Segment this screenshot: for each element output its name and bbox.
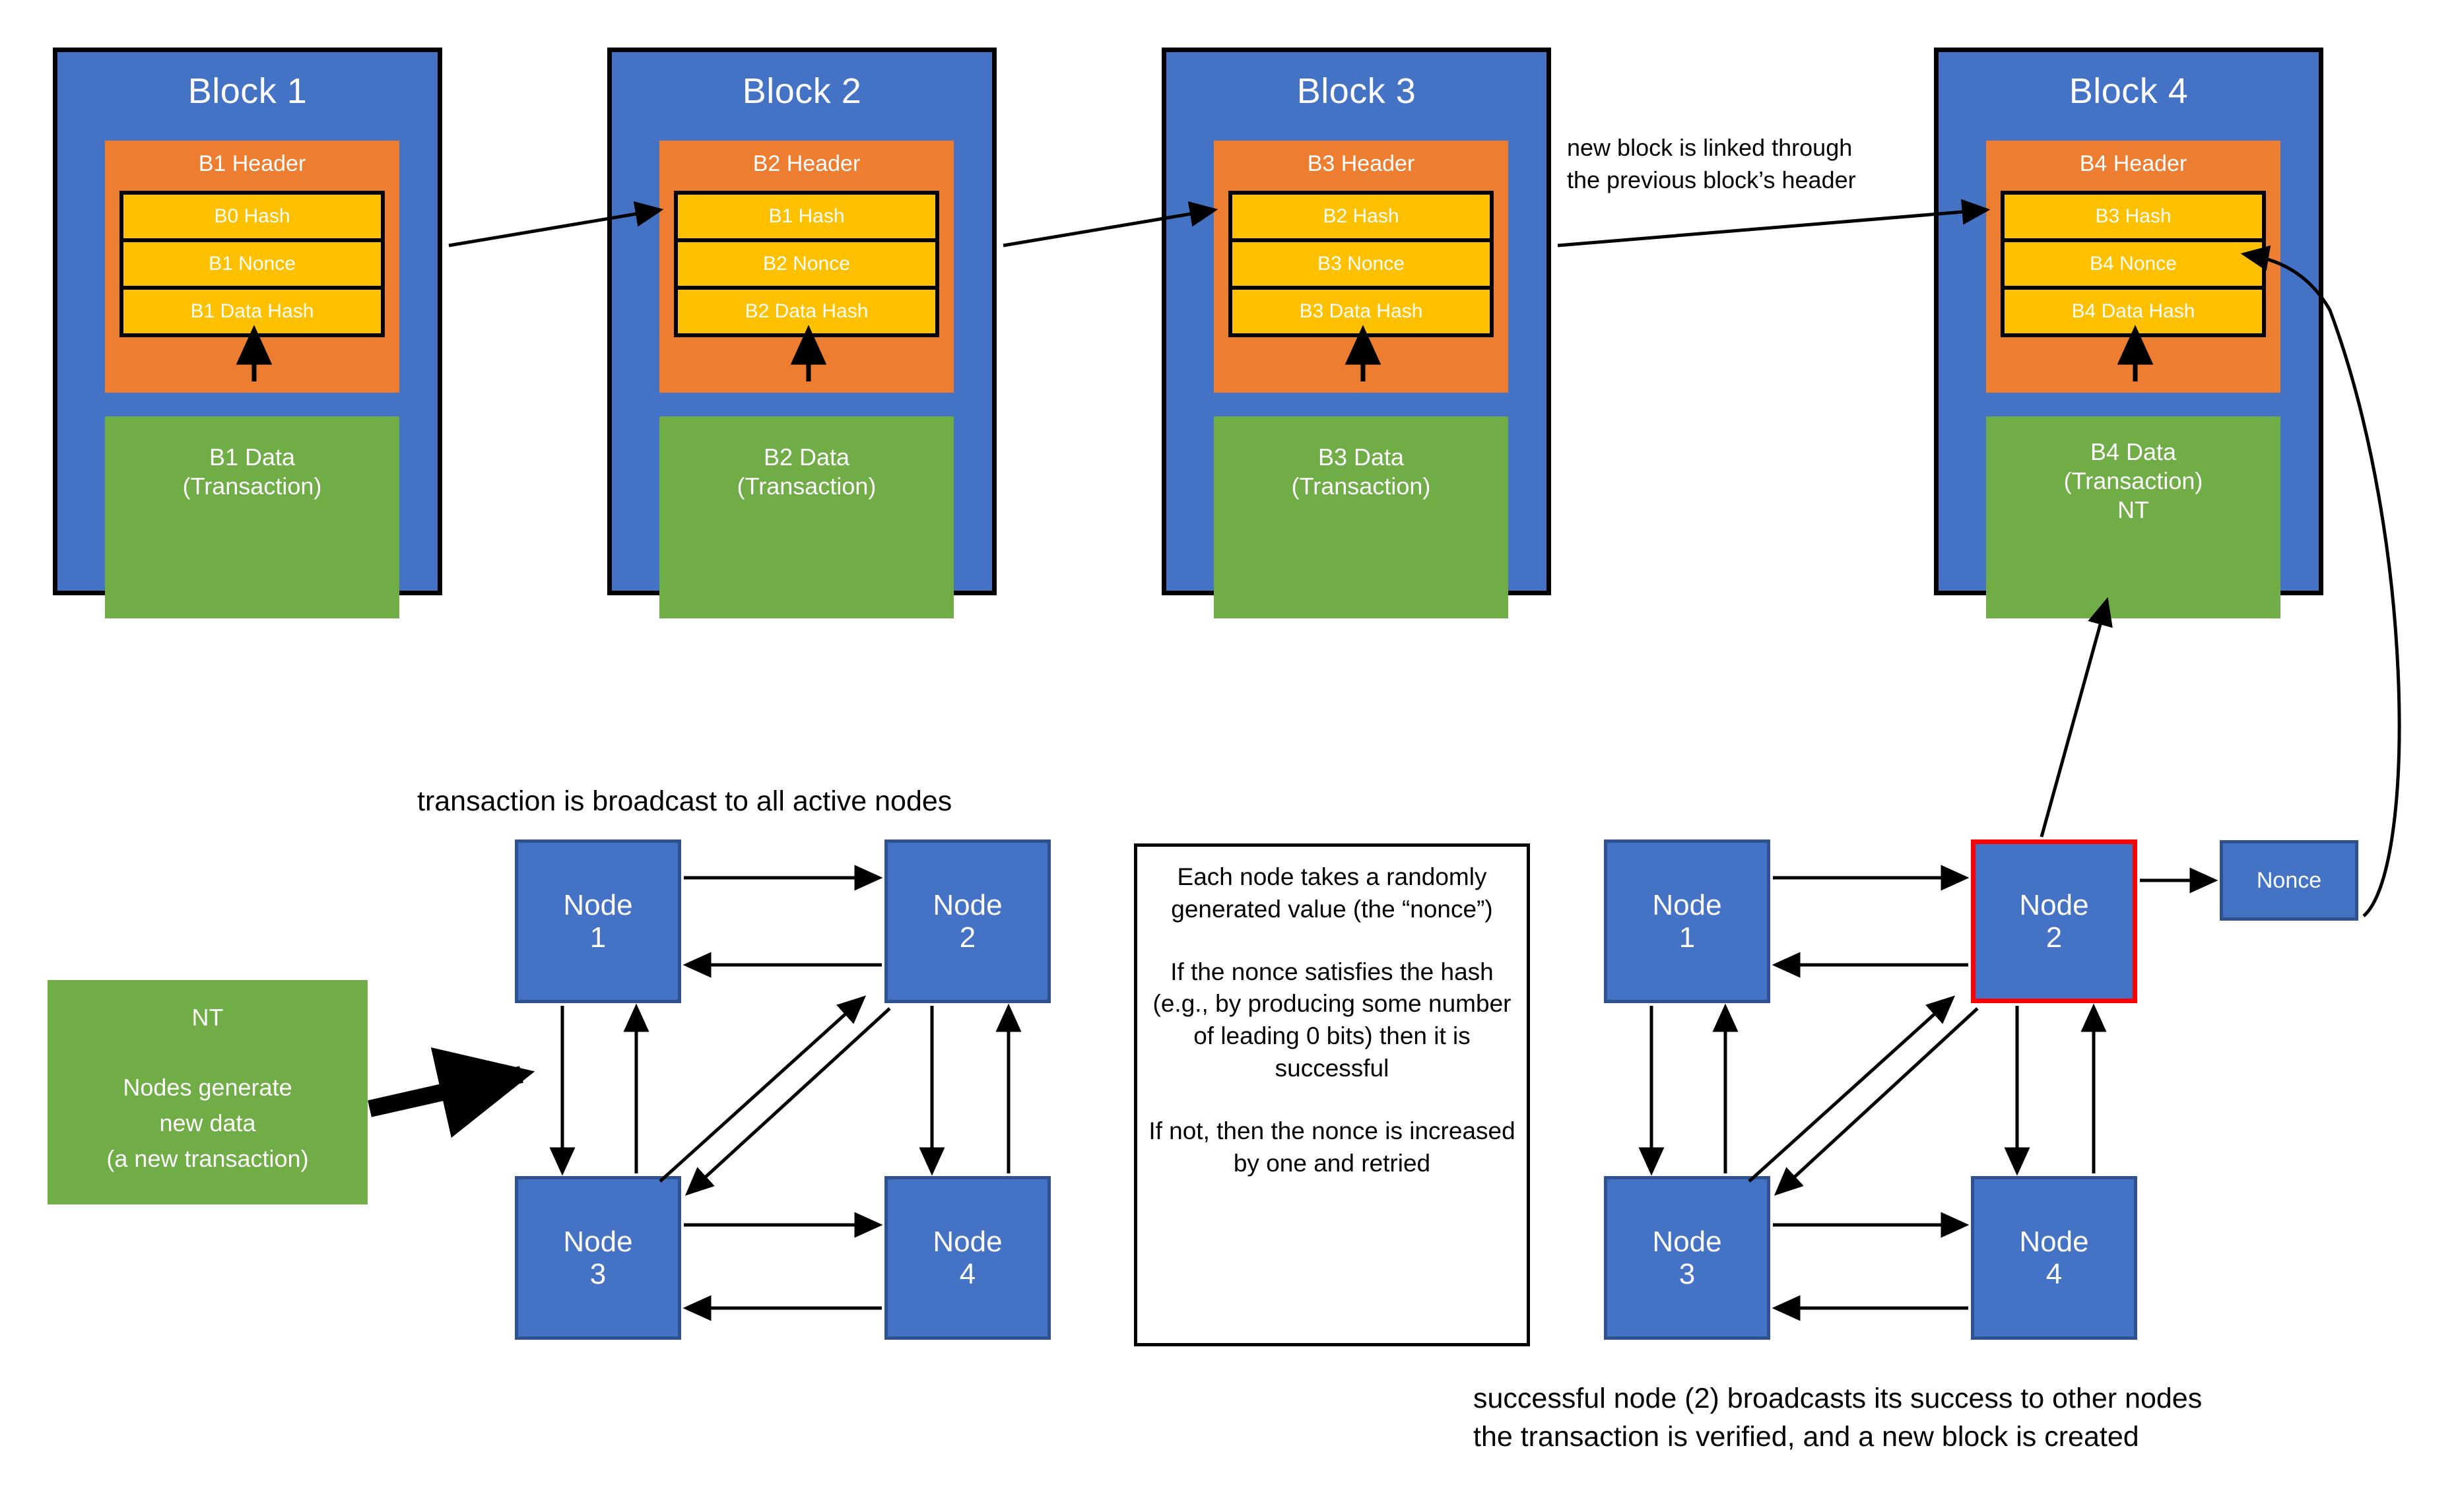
right-node-2-successful[interactable]: Node 2 [1971, 839, 2137, 1003]
block-2-field-nonce: B2 Nonce [674, 238, 939, 290]
left-node-3-word: Node [563, 1225, 633, 1258]
block-1-field-nonce: B1 Nonce [119, 238, 385, 290]
bottom-caption: successful node (2) broadcasts its succe… [1473, 1379, 2202, 1457]
right-node-4[interactable]: Node 4 [1971, 1176, 2137, 1340]
block-1-header: B1 Header B0 Hash B1 Nonce B1 Data Hash [105, 141, 399, 393]
right-node-2-word: Node [2019, 888, 2089, 921]
new-transaction-source-box: NT Nodes generate new data (a new transa… [48, 980, 368, 1204]
explanation-paragraph-3: If not, then the nonce is increased by o… [1148, 1117, 1515, 1177]
left-node-2[interactable]: Node 2 [884, 839, 1051, 1003]
block-1-header-title: B1 Header [198, 151, 306, 176]
nt-source-line-2: new data [159, 1109, 256, 1136]
left-node-3[interactable]: Node 3 [515, 1176, 681, 1340]
block-2-header: B2 Header B1 Hash B2 Nonce B2 Data Hash [659, 141, 954, 393]
right-arrow-n2-to-n3-diag [1774, 1007, 1979, 1196]
right-arrow-n3-to-n2-diag [1748, 995, 1956, 1183]
block-3-field-data-hash: B3 Data Hash [1228, 286, 1494, 337]
new-transaction-arrow [368, 1047, 535, 1138]
block-2-title: Block 2 [742, 71, 862, 111]
block-4: Block 4 B4 Header B3 Hash B4 Nonce B4 Da… [1934, 48, 2323, 618]
block-3-field-nonce: B3 Nonce [1228, 238, 1494, 290]
explanation-paragraph-2: If the nonce satisfies the hash (e.g., b… [1152, 958, 1511, 1082]
block-2-field-prev-hash: B1 Hash [674, 191, 939, 242]
block-1-field-data-hash: B1 Data Hash [119, 286, 385, 337]
left-node-1[interactable]: Node 1 [515, 839, 681, 1003]
right-node-3-word: Node [1652, 1225, 1722, 1258]
left-node-3-number: 3 [589, 1258, 607, 1290]
block-2: Block 2 B2 Header B1 Hash B2 Nonce B2 Da… [607, 48, 997, 618]
nt-source-line-3: (a new transaction) [106, 1145, 309, 1172]
block-3-title: Block 3 [1296, 71, 1416, 111]
left-arrow-n3-to-n2-diag [659, 995, 867, 1183]
chain-link-arrow-3-to-4 [1557, 199, 1991, 247]
block-2-field-stack: B1 Hash B2 Nonce B2 Data Hash [674, 191, 939, 337]
block-3-data-line-2: (Transaction) [1291, 472, 1431, 500]
block-1-title: Block 1 [187, 71, 308, 111]
nt-source-title: NT [191, 1004, 224, 1031]
right-node-2-number: 2 [2045, 921, 2063, 954]
left-node-2-word: Node [933, 888, 1003, 921]
bottom-caption-line-2: the transaction is verified, and a new b… [1473, 1421, 2139, 1453]
right-node-4-number: 4 [2045, 1258, 2063, 1290]
block-2-data-label: B2 Data (Transaction) [659, 443, 954, 501]
left-node-4-word: Node [933, 1225, 1003, 1258]
new-block-created-arrow [2040, 597, 2113, 838]
block-3-field-prev-hash: B2 Hash [1228, 191, 1494, 242]
broadcast-caption: transaction is broadcast to all active n… [417, 785, 952, 817]
block-4-field-data-hash: B4 Data Hash [2001, 286, 2266, 337]
block-3-data-line-1: B3 Data [1317, 444, 1405, 471]
left-node-2-number: 2 [959, 921, 976, 954]
block-3-data: B3 Data (Transaction) [1214, 416, 1508, 618]
block-4-data-line-1: B4 Data [2090, 438, 2177, 465]
block-2-data: B2 Data (Transaction) [659, 416, 954, 618]
block-1-data-label: B1 Data (Transaction) [105, 443, 399, 501]
block-1-data-line-1: B1 Data [209, 444, 296, 471]
block-2-data-line-2: (Transaction) [737, 472, 877, 500]
right-node-3[interactable]: Node 3 [1604, 1176, 1770, 1340]
link-annotation-line-1: new block is linked through [1567, 134, 1853, 161]
block-4-field-prev-hash: B3 Hash [2001, 191, 2266, 242]
block-4-field-nonce: B4 Nonce [2001, 238, 2266, 290]
block-3: Block 3 B3 Header B2 Hash B3 Nonce B3 Da… [1162, 48, 1551, 618]
right-node-3-number: 3 [1678, 1258, 1696, 1290]
bottom-caption-line-1: successful node (2) broadcasts its succe… [1473, 1383, 2203, 1414]
left-arrow-n2-to-n3-diag [684, 1007, 891, 1196]
block-4-data: B4 Data (Transaction) NT [1986, 416, 2280, 618]
right-node-4-word: Node [2019, 1225, 2089, 1258]
nonce-result-box[interactable]: Nonce [2220, 840, 2358, 921]
block-1: Block 1 B1 Header B0 Hash B1 Nonce B1 Da… [53, 48, 442, 618]
nt-source-line-1: Nodes generate [123, 1074, 292, 1101]
block-4-header-title: B4 Header [2079, 151, 2187, 176]
block-4-title: Block 4 [2069, 71, 2189, 111]
block-4-data-label: B4 Data (Transaction) NT [1986, 438, 2280, 525]
left-node-4[interactable]: Node 4 [884, 1176, 1051, 1340]
block-1-data-line-2: (Transaction) [182, 472, 322, 500]
nonce-explanation-panel: Each node takes a randomly generated val… [1134, 843, 1530, 1346]
block-2-data-line-1: B2 Data [763, 444, 850, 471]
left-node-4-number: 4 [959, 1258, 976, 1290]
block-2-header-title: B2 Header [752, 151, 861, 176]
right-node-1-number: 1 [1678, 921, 1696, 954]
link-annotation-line-2: the previous block’s header [1567, 166, 1856, 193]
block-3-header: B3 Header B2 Hash B3 Nonce B3 Data Hash [1214, 141, 1508, 393]
explanation-paragraph-1: Each node takes a randomly generated val… [1171, 863, 1493, 923]
block-4-field-stack: B3 Hash B4 Nonce B4 Data Hash [2001, 191, 2266, 337]
block-1-data: B1 Data (Transaction) [105, 416, 399, 618]
right-node-1[interactable]: Node 1 [1604, 839, 1770, 1003]
block-4-data-line-2: (Transaction) [2063, 467, 2203, 494]
link-annotation: new block is linked through the previous… [1567, 132, 1937, 197]
block-3-header-title: B3 Header [1307, 151, 1415, 176]
block-4-header: B4 Header B3 Hash B4 Nonce B4 Data Hash [1986, 141, 2280, 393]
left-node-1-number: 1 [589, 921, 607, 954]
block-1-field-prev-hash: B0 Hash [119, 191, 385, 242]
left-node-1-word: Node [563, 888, 633, 921]
block-2-field-data-hash: B2 Data Hash [674, 286, 939, 337]
block-4-data-line-3: NT [2117, 496, 2149, 523]
right-node-1-word: Node [1652, 888, 1722, 921]
block-3-field-stack: B2 Hash B3 Nonce B3 Data Hash [1228, 191, 1494, 337]
block-3-data-label: B3 Data (Transaction) [1214, 443, 1508, 501]
block-1-field-stack: B0 Hash B1 Nonce B1 Data Hash [119, 191, 385, 337]
